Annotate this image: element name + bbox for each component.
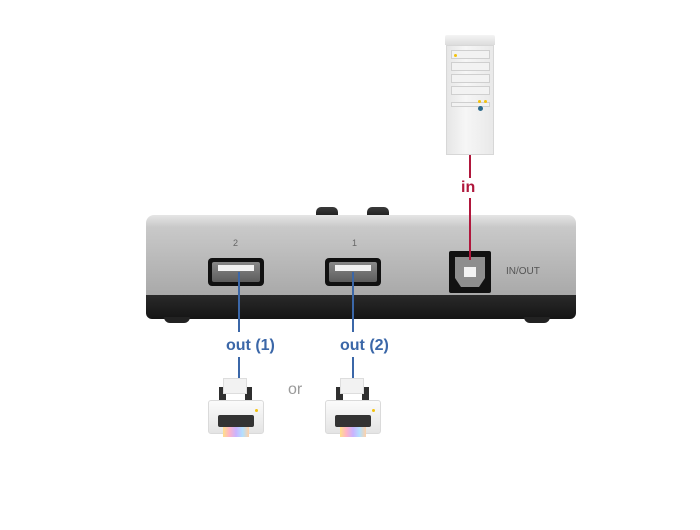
out-2-connector-line: [352, 357, 354, 379]
in-connector-line: [469, 155, 471, 178]
out-2-connector-line: [352, 272, 354, 332]
or-separator: or: [288, 381, 303, 398]
port-number-1: 1: [352, 238, 358, 248]
port-number-2: 2: [233, 238, 239, 248]
out-1-label: out (1): [226, 337, 275, 354]
in-connector-line: [469, 198, 471, 260]
printer-1-icon: [208, 378, 264, 442]
out-1-connector-line: [238, 357, 240, 379]
out-1-connector-line: [238, 272, 240, 332]
inout-label: IN/OUT: [506, 266, 540, 277]
pc-tower-icon: [445, 35, 495, 155]
out-2-label: out (2): [340, 337, 389, 354]
usb-a-port-2: [208, 258, 264, 286]
usb-switch-device: 2 1 IN/OUT: [146, 207, 576, 327]
in-label: in: [461, 179, 476, 196]
printer-2-icon: [325, 378, 381, 442]
